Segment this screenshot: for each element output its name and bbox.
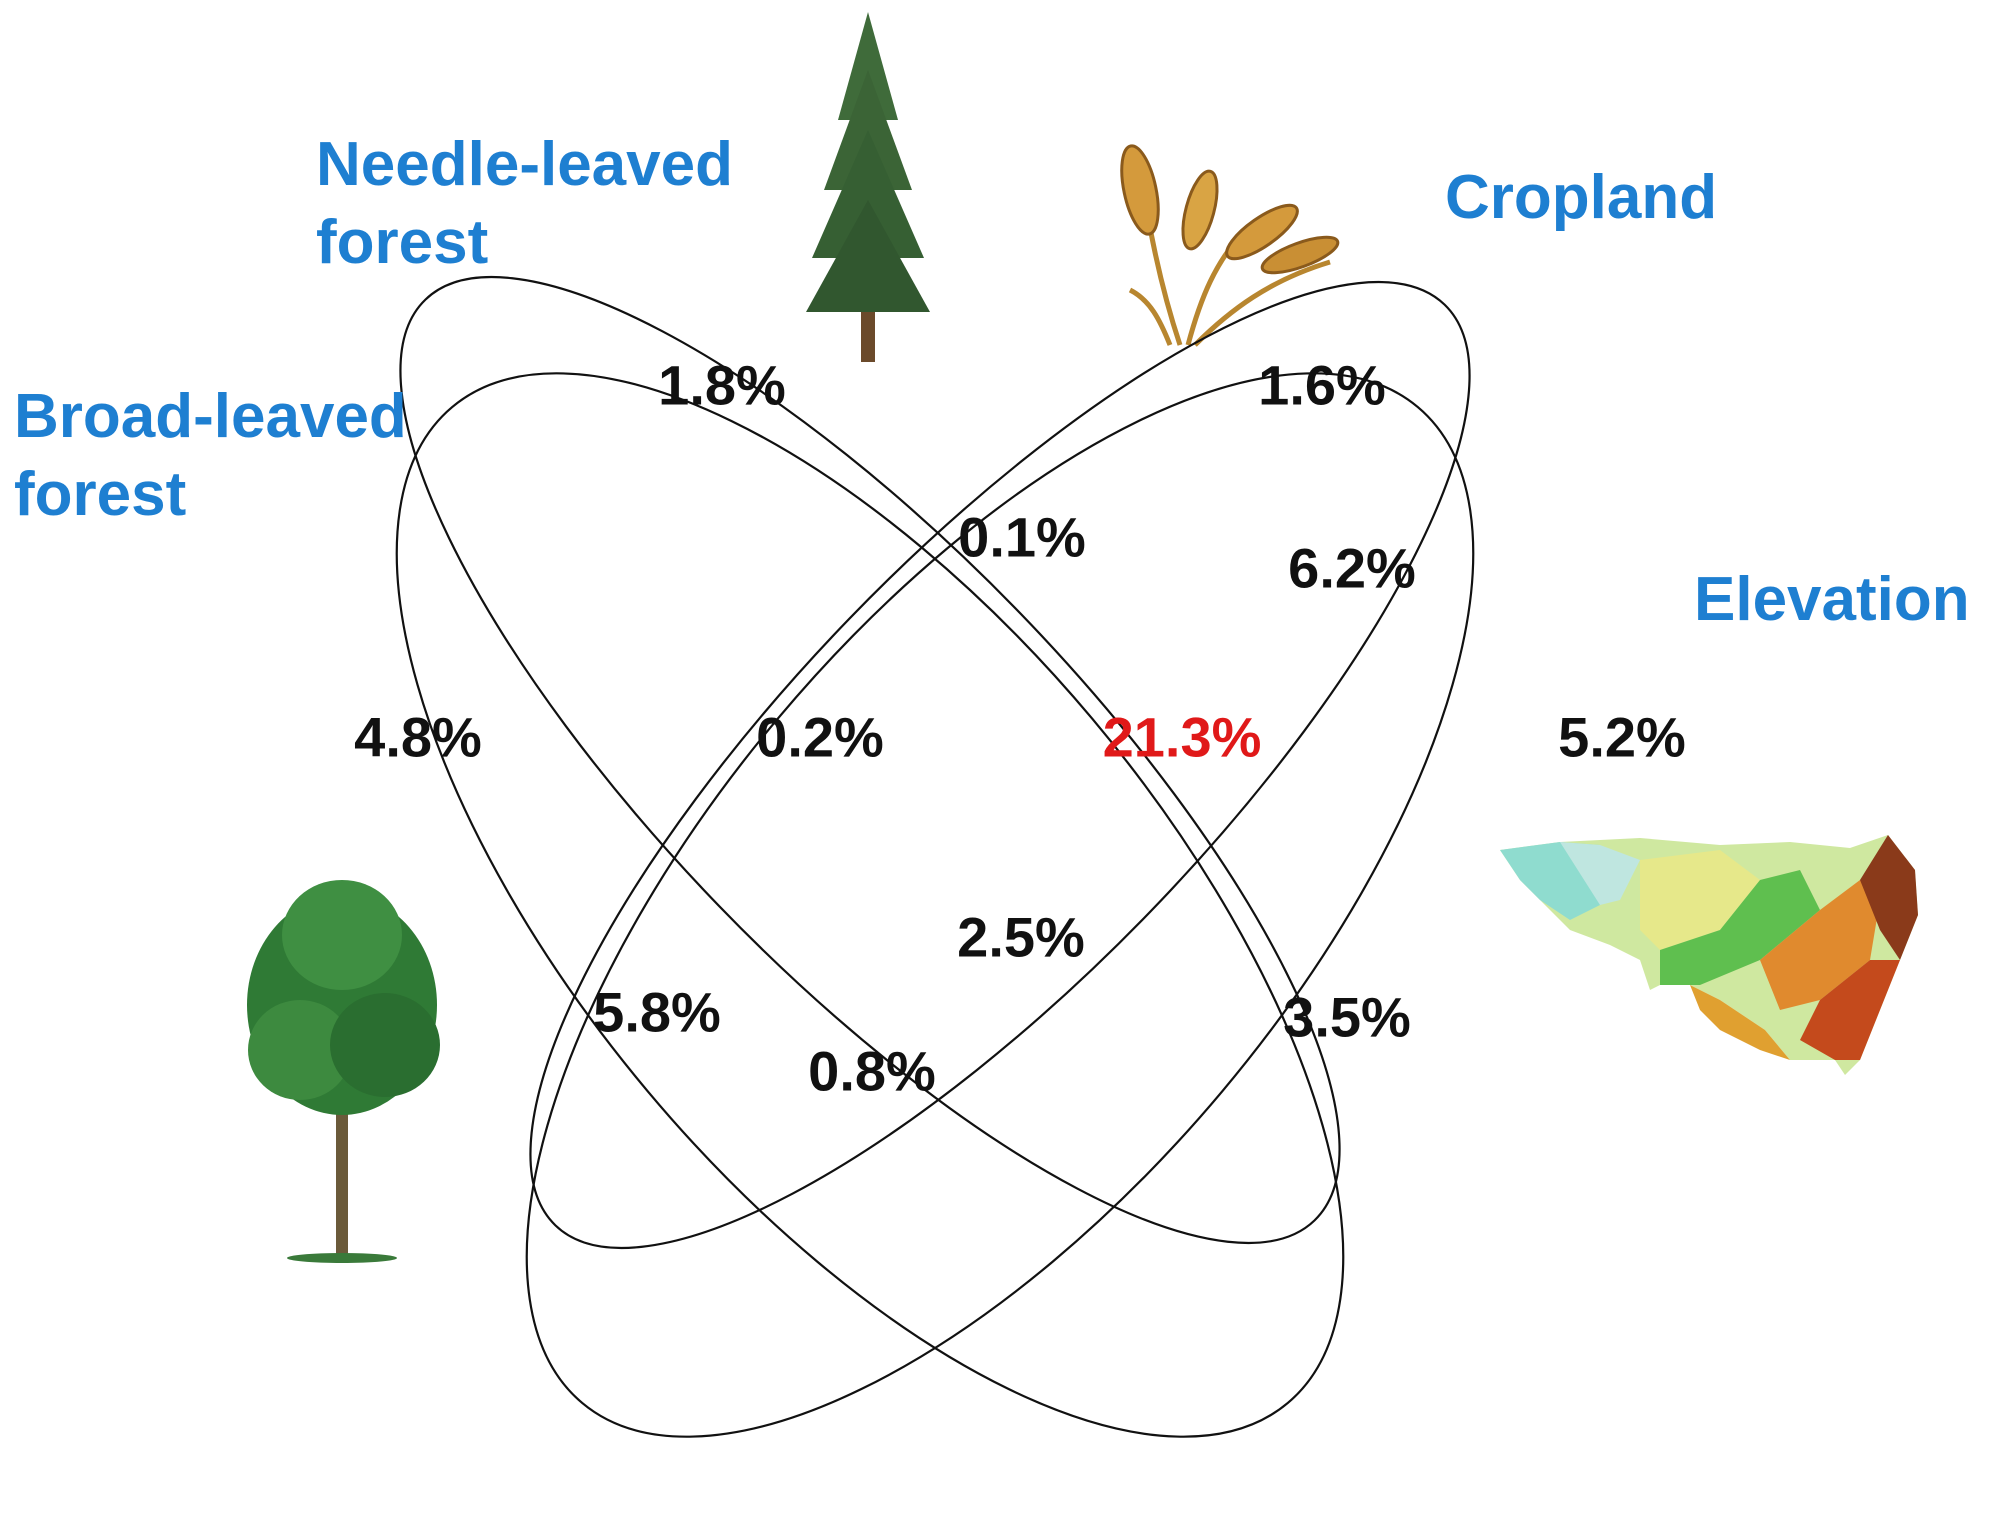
value-broad-needle-elevation: 2.5% <box>957 906 1085 969</box>
deciduous-tree-icon <box>247 880 440 1263</box>
value-broad-needle-cropland: 0.2% <box>756 706 884 769</box>
elevation-ellipse <box>525 372 1475 1438</box>
cropland-ellipse <box>529 280 1471 1250</box>
needle-leaved-label-line2: forest <box>316 208 488 277</box>
conifer-tree-icon <box>806 12 930 362</box>
value-broad-only: 4.8% <box>354 706 482 769</box>
elevation-map-icon <box>1500 835 1918 1075</box>
broad-leaved-label: Broad-leaved <box>14 382 407 451</box>
value-cropland-elevation: 6.2% <box>1288 537 1416 600</box>
needle-leaved-label: Needle-leaved <box>316 130 733 199</box>
value-all-four: 21.3% <box>1103 706 1262 769</box>
value-broad-cropland-elevation: 0.8% <box>808 1040 936 1103</box>
value-needle-only: 1.8% <box>658 354 786 417</box>
set-outlines <box>395 275 1475 1438</box>
cropland-label: Cropland <box>1445 163 1717 232</box>
value-broad-needle: 5.8% <box>593 981 721 1044</box>
elevation-label: Elevation <box>1694 565 1970 634</box>
needle-leaved-ellipse <box>399 275 1341 1245</box>
value-needle-elevation: 3.5% <box>1283 986 1411 1049</box>
value-cropland-only: 1.6% <box>1258 354 1386 417</box>
value-elevation-only: 5.2% <box>1558 706 1686 769</box>
broad-leaved-ellipse <box>395 372 1345 1438</box>
wheat-icon <box>1120 144 1340 347</box>
broad-leaved-label-line2: forest <box>14 460 186 529</box>
value-needle-cropland: 0.1% <box>958 506 1086 569</box>
